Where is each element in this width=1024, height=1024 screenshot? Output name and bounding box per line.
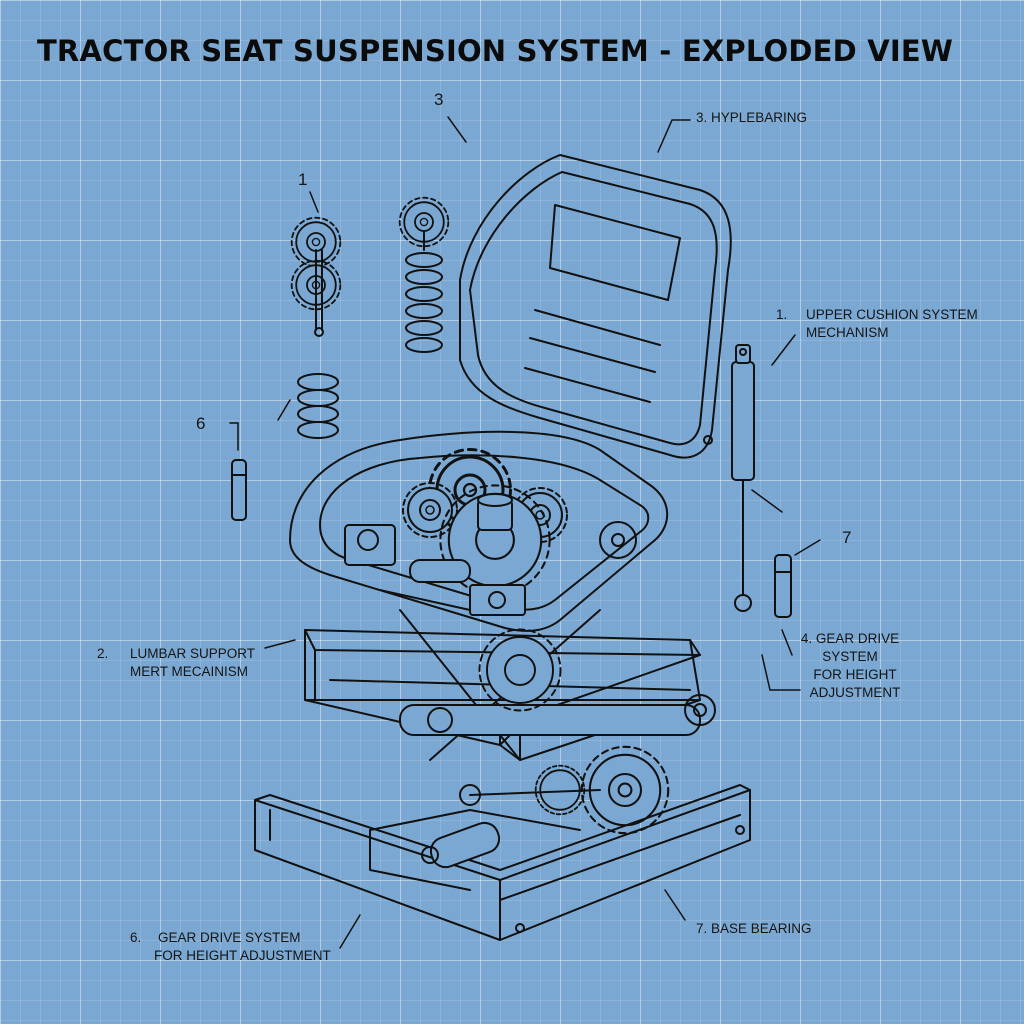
label-upper-cushion-line2: MECHANISM [806,325,889,340]
callout-number-7: 7 [842,528,852,547]
lower-spring [297,373,339,439]
label-gear-drive-bottom-line1: GEAR DRIVE SYSTEM [158,930,301,945]
callout-number-3: 3 [434,90,444,109]
label-gear-drive-right-line4: ADJUSTMENT [809,685,901,700]
callout-number-6: 6 [196,414,206,433]
label-upper-cushion-number: 1. [776,307,788,322]
label-gear-drive-right-line3: FOR HEIGHT [813,667,897,682]
callout-number-1: 1 [298,170,308,189]
label-gear-drive-right-line1: 4. GEAR DRIVE [800,631,900,646]
label-lumbar-number: 2. [97,646,109,661]
label-gear-drive-right-line2: SYSTEM [822,649,878,664]
leader-lines [229,116,821,949]
upper-spring [398,196,450,353]
lower-gears [459,628,670,835]
left-pin [231,459,247,521]
gear-mechanism [344,448,637,616]
right-pin [774,554,792,618]
label-lumbar-line1: LUMBAR SUPPORT [130,646,256,661]
diagram-title: TRACTOR SEAT SUSPENSION SYSTEM - EXPLODE… [36,34,954,68]
backrest [459,154,732,459]
scissor-frame [304,609,716,761]
base-frame [254,784,751,941]
label-upper-cushion-line1: UPPER CUSHION SYSTEM [806,307,978,322]
label-gear-drive-bottom-number: 6. [130,930,142,945]
left-gear-stack [290,216,342,337]
label-gear-drive-bottom-line2: FOR HEIGHT ADJUSTMENT [154,948,331,963]
label-base-bearing: 7. BASE BEARING [696,921,812,936]
shock-absorber [731,344,755,612]
label-lumbar-line2: MERT MECAINISM [130,664,249,679]
label-hyplebearing: 3. HYPLEBARING [696,110,808,125]
